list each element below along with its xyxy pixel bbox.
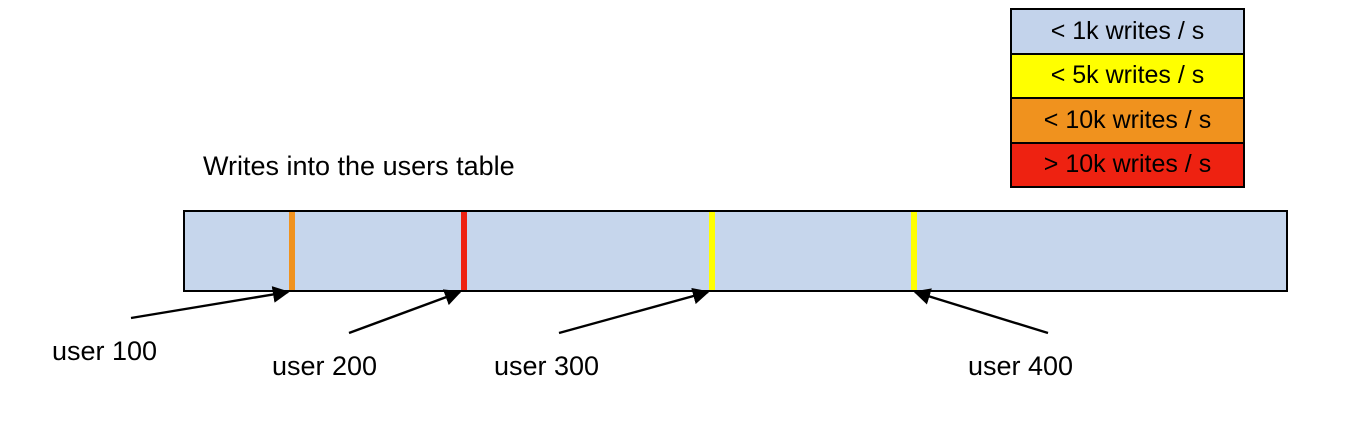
callout-label-user-300: user 300 [494, 351, 600, 381]
legend-row-under-10k: < 10k writes / s [1012, 99, 1243, 144]
arrow-user-100 [130, 286, 290, 320]
legend-label-under-10k: < 10k writes / s [1043, 105, 1212, 134]
users-table-bar [183, 210, 1288, 292]
legend-row-under-5k: < 5k writes / s [1012, 54, 1243, 99]
user-200-marker [461, 212, 467, 290]
legend-row-under-1k: < 1k writes / s [1012, 10, 1243, 55]
callout-label-user-100: user 100 [52, 336, 158, 366]
legend-label-under-5k: < 5k writes / s [1050, 61, 1205, 90]
chart-title: Writes into the users table [203, 151, 515, 181]
callout-label-user-200: user 200 [272, 351, 378, 381]
user-300-marker [709, 212, 715, 290]
arrow-user-200 [348, 289, 462, 335]
legend: < 1k writes / s < 5k writes / s < 10k wr… [1010, 8, 1245, 188]
user-400-marker [911, 212, 917, 290]
legend-row-over-10k: > 10k writes / s [1012, 143, 1243, 186]
arrow-user-400 [913, 288, 1049, 335]
legend-label-over-10k: > 10k writes / s [1043, 150, 1212, 179]
legend-label-under-1k: < 1k writes / s [1050, 16, 1205, 45]
user-100-marker [289, 212, 295, 290]
callout-label-user-400: user 400 [968, 351, 1074, 381]
arrow-user-300 [558, 287, 710, 335]
